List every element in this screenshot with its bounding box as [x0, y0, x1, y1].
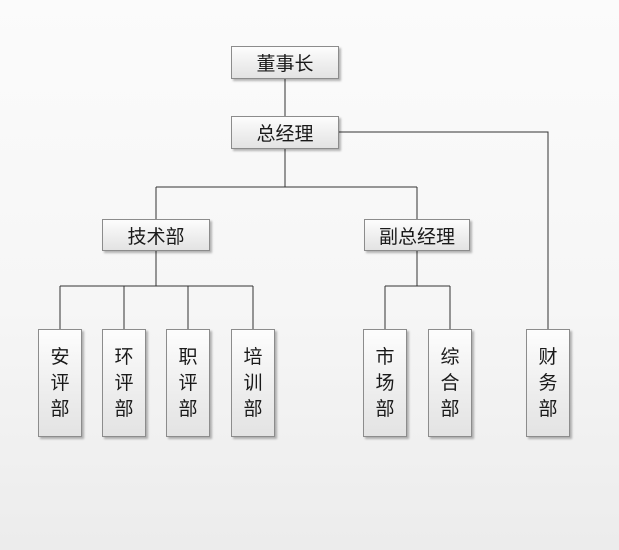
node-training-label: 培训部 — [243, 346, 263, 420]
node-general-manager: 总经理 — [231, 116, 339, 149]
node-occupational-eval: 职评部 — [166, 329, 210, 437]
node-safety-eval: 安评部 — [38, 329, 82, 437]
node-general-affairs-label: 综合部 — [440, 346, 460, 420]
node-deputy-gm-label: 副总经理 — [378, 225, 455, 248]
node-general-manager-label: 总经理 — [256, 123, 314, 145]
node-marketing: 市场部 — [363, 329, 407, 437]
gm-to-finance-line — [339, 131, 549, 329]
node-general-affairs: 综合部 — [428, 329, 472, 437]
node-chairman-label: 董事长 — [256, 53, 314, 75]
node-safety-eval-label: 安评部 — [50, 346, 70, 420]
node-chairman: 董事长 — [231, 46, 339, 79]
node-tech-dept: 技术部 — [102, 219, 210, 251]
node-tech-dept-label: 技术部 — [127, 225, 185, 248]
node-occupational-eval-label: 职评部 — [178, 346, 198, 420]
node-training: 培训部 — [231, 329, 275, 437]
node-deputy-gm: 副总经理 — [364, 219, 470, 251]
node-env-eval: 环评部 — [102, 329, 146, 437]
node-marketing-label: 市场部 — [375, 346, 395, 420]
node-finance: 财务部 — [526, 329, 570, 437]
node-env-eval-label: 环评部 — [114, 346, 134, 420]
node-finance-label: 财务部 — [538, 346, 558, 420]
